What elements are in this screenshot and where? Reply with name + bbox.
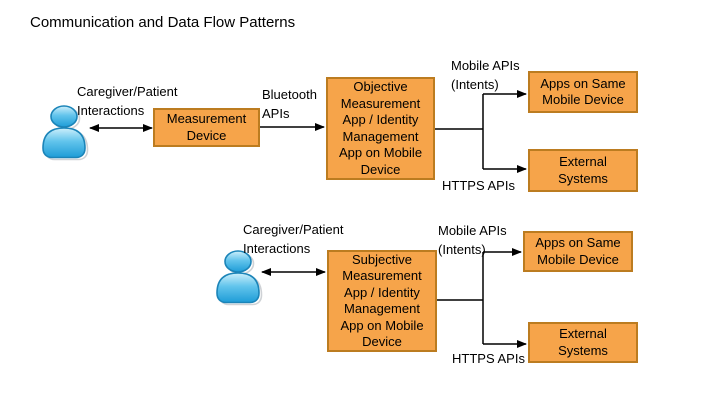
apps-on-same-mobile-device-box: Apps on Same Mobile Device (523, 231, 633, 272)
external-systems-box: External Systems (528, 322, 638, 363)
apps-on-same-mobile-device-box: Apps on Same Mobile Device (528, 71, 638, 113)
person-icon (216, 250, 263, 306)
https-apis-label: HTTPS APIs (442, 178, 515, 193)
subjective-measurement-app-box: Subjective Measurement App / Identity Ma… (327, 250, 437, 352)
person-icon (42, 105, 89, 161)
connector-branch-objective (435, 94, 484, 169)
connector-branch-subjective (437, 252, 484, 344)
bluetooth-apis-label: Bluetooth APIs (262, 87, 317, 121)
caregiver-patient-interactions-label: Caregiver/Patient Interactions (243, 222, 344, 256)
external-systems-box: External Systems (528, 149, 638, 192)
objective-measurement-app-box: Objective Measurement App / Identity Man… (326, 77, 435, 180)
page-title: Communication and Data Flow Patterns (30, 14, 296, 31)
measurement-device-box: Measurement Device (153, 108, 260, 147)
https-apis-label: HTTPS APIs (452, 351, 525, 366)
mobile-apis-intents-label: Mobile APIs (Intents) (438, 223, 507, 257)
caregiver-patient-interactions-label: Caregiver/Patient Interactions (77, 84, 178, 118)
mobile-apis-intents-label: Mobile APIs (Intents) (451, 58, 520, 92)
